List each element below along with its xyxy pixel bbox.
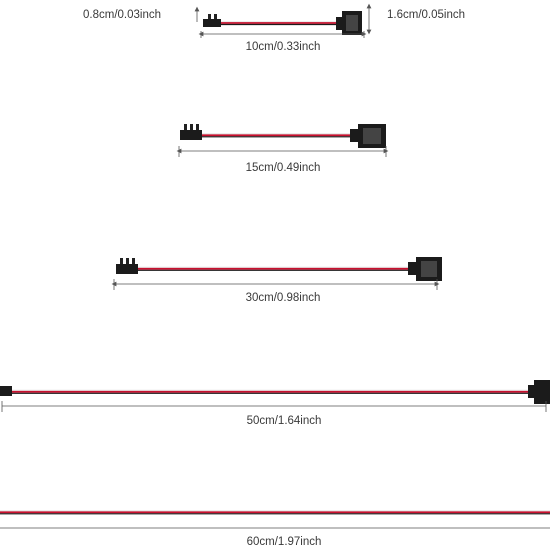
male-connector xyxy=(180,130,202,140)
cable-60cm xyxy=(0,510,550,529)
cable-50cm xyxy=(0,380,550,412)
label-cable-10: 10cm/0.33inch xyxy=(245,41,321,53)
label-cable-50: 50cm/1.64inch xyxy=(246,415,322,427)
label-end-small: 0.8cm/0.03inch xyxy=(83,9,161,21)
label-cable-60: 60cm/1.97inch xyxy=(246,536,322,548)
male-connector xyxy=(203,19,221,27)
cable-15cm xyxy=(176,124,389,157)
male-connector xyxy=(0,386,12,396)
label-cable-30: 30cm/0.98inch xyxy=(245,292,321,304)
female-connector xyxy=(534,380,550,404)
label-cable-15: 15cm/0.49inch xyxy=(245,162,321,174)
cable-10cm xyxy=(194,3,372,38)
cable-30cm xyxy=(111,257,442,290)
label-end-large: 1.6cm/0.05inch xyxy=(387,9,465,21)
male-connector xyxy=(116,264,138,274)
